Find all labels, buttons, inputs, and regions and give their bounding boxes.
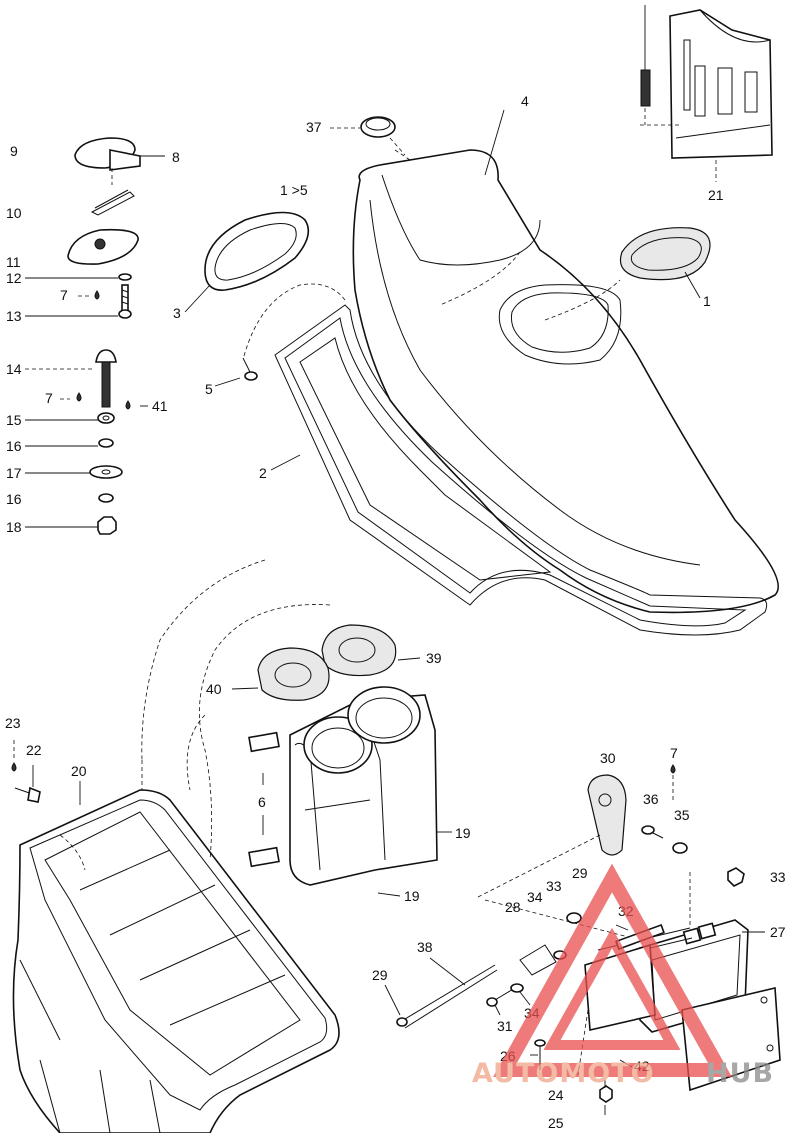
callout-11: 11 bbox=[6, 254, 21, 270]
callout-12: 12 bbox=[6, 270, 22, 286]
callout-18: 18 bbox=[6, 519, 22, 535]
callout-41: 41 bbox=[152, 398, 168, 414]
callout-40: 40 bbox=[206, 681, 222, 697]
cup-holder bbox=[289, 686, 438, 886]
callout-33a: 33 bbox=[770, 869, 786, 885]
callout-13: 13 bbox=[6, 308, 22, 324]
lid-39 bbox=[321, 624, 397, 677]
callout-7c: 7 bbox=[670, 745, 678, 761]
callout-34a: 34 bbox=[527, 889, 543, 905]
callout-6: 6 bbox=[258, 794, 266, 810]
callout-8: 8 bbox=[172, 149, 180, 165]
callout-31: 31 bbox=[497, 1018, 513, 1034]
gasket-ring bbox=[204, 211, 310, 291]
lid-40 bbox=[257, 647, 330, 701]
callout-19a: 19 bbox=[455, 825, 471, 841]
callout-20: 20 bbox=[71, 763, 87, 779]
callout-36: 36 bbox=[643, 791, 659, 807]
callout-28: 28 bbox=[505, 899, 521, 915]
callout-14: 14 bbox=[6, 361, 22, 377]
callout-10: 10 bbox=[6, 205, 22, 221]
callout-25: 25 bbox=[548, 1115, 564, 1131]
callout-21: 21 bbox=[708, 187, 724, 203]
callout-4: 4 bbox=[521, 93, 529, 109]
callout-1to5: 1 >5 bbox=[280, 182, 308, 198]
clip-6 bbox=[248, 731, 280, 868]
callout-35: 35 bbox=[674, 807, 690, 823]
screw-5 bbox=[242, 283, 346, 381]
callout-27: 27 bbox=[770, 924, 786, 940]
callout-29a: 29 bbox=[572, 865, 588, 881]
latch-assembly bbox=[67, 137, 141, 265]
storage-gasket bbox=[274, 304, 768, 636]
watermark-logo: AUTOMOTO HUB bbox=[472, 863, 774, 1089]
callout-17: 17 bbox=[6, 465, 22, 481]
storage-bin bbox=[12, 760, 340, 1133]
callout-39: 39 bbox=[426, 650, 442, 666]
callout-38: 38 bbox=[417, 939, 433, 955]
sealant-drop-icons bbox=[76, 290, 131, 410]
watermark-text-auto: AUTOMOTO bbox=[472, 1058, 655, 1089]
callout-15: 15 bbox=[6, 412, 22, 428]
callout-16a: 16 bbox=[6, 438, 22, 454]
callout-7b: 7 bbox=[45, 390, 53, 406]
leader-lines bbox=[25, 109, 765, 1115]
callout-24: 24 bbox=[548, 1087, 564, 1103]
rivet-22 bbox=[14, 765, 41, 803]
callout-7a: 7 bbox=[60, 287, 68, 303]
emblem-plate bbox=[619, 227, 711, 281]
callout-5: 5 bbox=[205, 381, 213, 397]
callout-19b: 19 bbox=[404, 888, 420, 904]
callout-37: 37 bbox=[306, 119, 322, 135]
callout-29b: 29 bbox=[372, 967, 388, 983]
callout-1: 1 bbox=[703, 293, 711, 309]
cap-ring bbox=[360, 116, 406, 156]
callout-30: 30 bbox=[600, 750, 616, 766]
callout-33b: 33 bbox=[546, 878, 562, 894]
callout-9: 9 bbox=[10, 143, 18, 159]
callout-23: 23 bbox=[5, 715, 21, 731]
drop-23 bbox=[11, 740, 17, 772]
hinge-assembly bbox=[477, 774, 781, 1092]
callout-2: 2 bbox=[259, 465, 267, 481]
tool-kit-pouch bbox=[640, 5, 773, 182]
callout-22: 22 bbox=[26, 742, 42, 758]
seat-cover bbox=[352, 149, 779, 614]
guide-curves bbox=[141, 559, 331, 861]
callout-16b: 16 bbox=[6, 491, 22, 507]
fastener-column bbox=[89, 273, 132, 535]
watermark-text-hub: HUB bbox=[706, 1058, 774, 1089]
callout-3: 3 bbox=[173, 305, 181, 321]
